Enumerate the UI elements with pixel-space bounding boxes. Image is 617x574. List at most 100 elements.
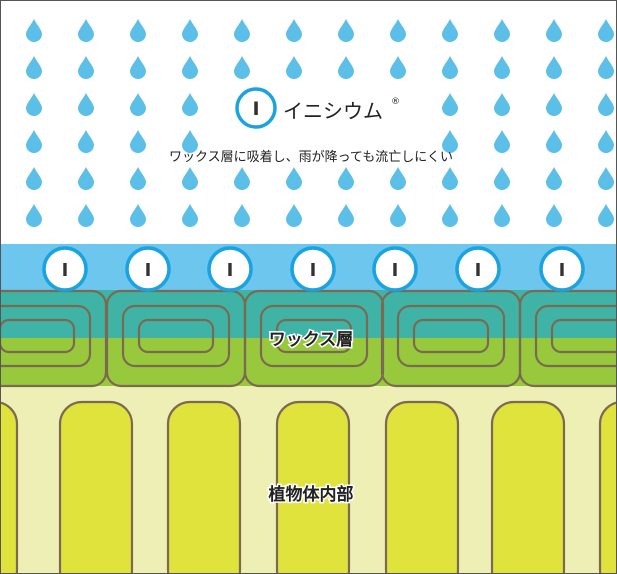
- wax-cell-core: [275, 318, 353, 354]
- raindrop-icon: [338, 204, 354, 227]
- wax-cell-core: [137, 318, 215, 354]
- product-name: イニシウム: [283, 99, 383, 123]
- plant-cell: [275, 400, 351, 574]
- ingredient-letter: I: [145, 260, 152, 281]
- product-description: ワックス層に吸着し、雨が降っても流亡しにくい: [169, 149, 453, 165]
- registered-mark: ®: [391, 97, 400, 107]
- raindrop-icon: [338, 167, 354, 190]
- ingredient-circle-icon: [455, 246, 501, 292]
- raindrop-icon: [182, 204, 198, 227]
- raindrop-icon: [182, 167, 198, 190]
- raindrop-icon: [286, 56, 302, 79]
- raindrop-icon: [234, 56, 250, 79]
- wax-layer-label: ワックス層: [269, 330, 354, 350]
- raindrop-icon: [26, 167, 42, 190]
- raindrop-icon: [494, 19, 510, 42]
- raindrop-icon: [390, 167, 406, 190]
- wax-cell-inner: [396, 304, 506, 368]
- plant-cell: [58, 400, 134, 574]
- raindrop-icon: [494, 204, 510, 227]
- raindrop-icon: [598, 56, 614, 79]
- raindrop-icon: [130, 56, 146, 79]
- plant-cell: [0, 401, 19, 574]
- raindrop-icon: [338, 56, 354, 79]
- plant-cells: [0, 400, 617, 574]
- wax-cell: [518, 289, 617, 388]
- raindrop-icon: [130, 93, 146, 116]
- raindrop-icon: [182, 56, 198, 79]
- raindrop-icon: [78, 204, 94, 227]
- raindrop-icon: [182, 93, 198, 116]
- ingredient-letter: I: [310, 260, 317, 281]
- wax-green-band: [0, 338, 617, 386]
- product-badge-icon: [235, 87, 277, 129]
- raindrop-icon: [390, 56, 406, 79]
- raindrop-icon: [78, 56, 94, 79]
- raindrop-icon: [26, 93, 42, 116]
- raindrop-icon: [26, 130, 42, 153]
- raindrop-icon: [26, 204, 42, 227]
- wax-cell-core: [0, 318, 76, 354]
- raindrop-icon: [442, 93, 458, 116]
- raindrop-icon: [442, 56, 458, 79]
- raindrop-icon: [390, 204, 406, 227]
- ingredient-circle-icon: [290, 246, 336, 292]
- ingredient-circle-icon: [125, 246, 171, 292]
- wax-cells: [0, 289, 617, 388]
- raindrop-icon: [598, 167, 614, 190]
- wax-cell-inner: [259, 304, 369, 368]
- raindrop-icon: [442, 19, 458, 42]
- raindrop-icon: [286, 204, 302, 227]
- raindrop-icon: [182, 19, 198, 42]
- raindrop-icon: [442, 130, 458, 153]
- raindrop-icon: [598, 130, 614, 153]
- raindrop-icon: [390, 19, 406, 42]
- ingredient-letter: I: [392, 260, 399, 281]
- raindrop-icon: [78, 167, 94, 190]
- raindrop-icon: [130, 130, 146, 153]
- ingredient-letter: I: [227, 260, 234, 281]
- raindrop-icon: [598, 19, 614, 42]
- raindrop-icon: [494, 93, 510, 116]
- wax-cell-core: [550, 318, 617, 354]
- raindrop-icon: [234, 167, 250, 190]
- ingredient-circle-icon: [42, 246, 88, 292]
- raindrop-icon: [78, 19, 94, 42]
- raindrop-icon: [338, 19, 354, 42]
- ingredient-letter: I: [62, 260, 69, 281]
- raindrop-icon: [546, 19, 562, 42]
- raindrop-icon: [78, 93, 94, 116]
- ingredient-letter: I: [559, 260, 566, 281]
- product-badge-letter: I: [252, 98, 259, 120]
- raindrop-icon: [130, 204, 146, 227]
- wax-cell-core: [412, 318, 490, 354]
- raindrop-icon: [234, 19, 250, 42]
- raindrop-icon: [546, 204, 562, 227]
- plant-cell: [598, 401, 617, 574]
- ingredient-circle-icon: [372, 246, 418, 292]
- raindrop-icon: [130, 167, 146, 190]
- wax-cell-inner: [0, 304, 92, 368]
- plant-interior-label: 植物体内部: [269, 484, 354, 505]
- plant-cell: [384, 400, 460, 574]
- raindrop-icon: [442, 167, 458, 190]
- raindrop-icon: [130, 19, 146, 42]
- raindrop-icon: [494, 130, 510, 153]
- raindrop-icon: [546, 167, 562, 190]
- raindrop-icon: [26, 19, 42, 42]
- raindrop-icon: [494, 167, 510, 190]
- wax-cell-inner: [121, 304, 231, 368]
- raindrop-icon: [546, 130, 562, 153]
- ingredient-letter: I: [475, 260, 482, 281]
- raindrop-icon: [546, 56, 562, 79]
- wax-teal-band: [0, 290, 617, 338]
- plant-cell: [166, 400, 242, 574]
- raindrop-icon: [78, 130, 94, 153]
- raindrop-icon: [286, 167, 302, 190]
- ingredient-circle-icon: [539, 246, 585, 292]
- plant-cell: [490, 400, 566, 574]
- raindrop-icon: [26, 56, 42, 79]
